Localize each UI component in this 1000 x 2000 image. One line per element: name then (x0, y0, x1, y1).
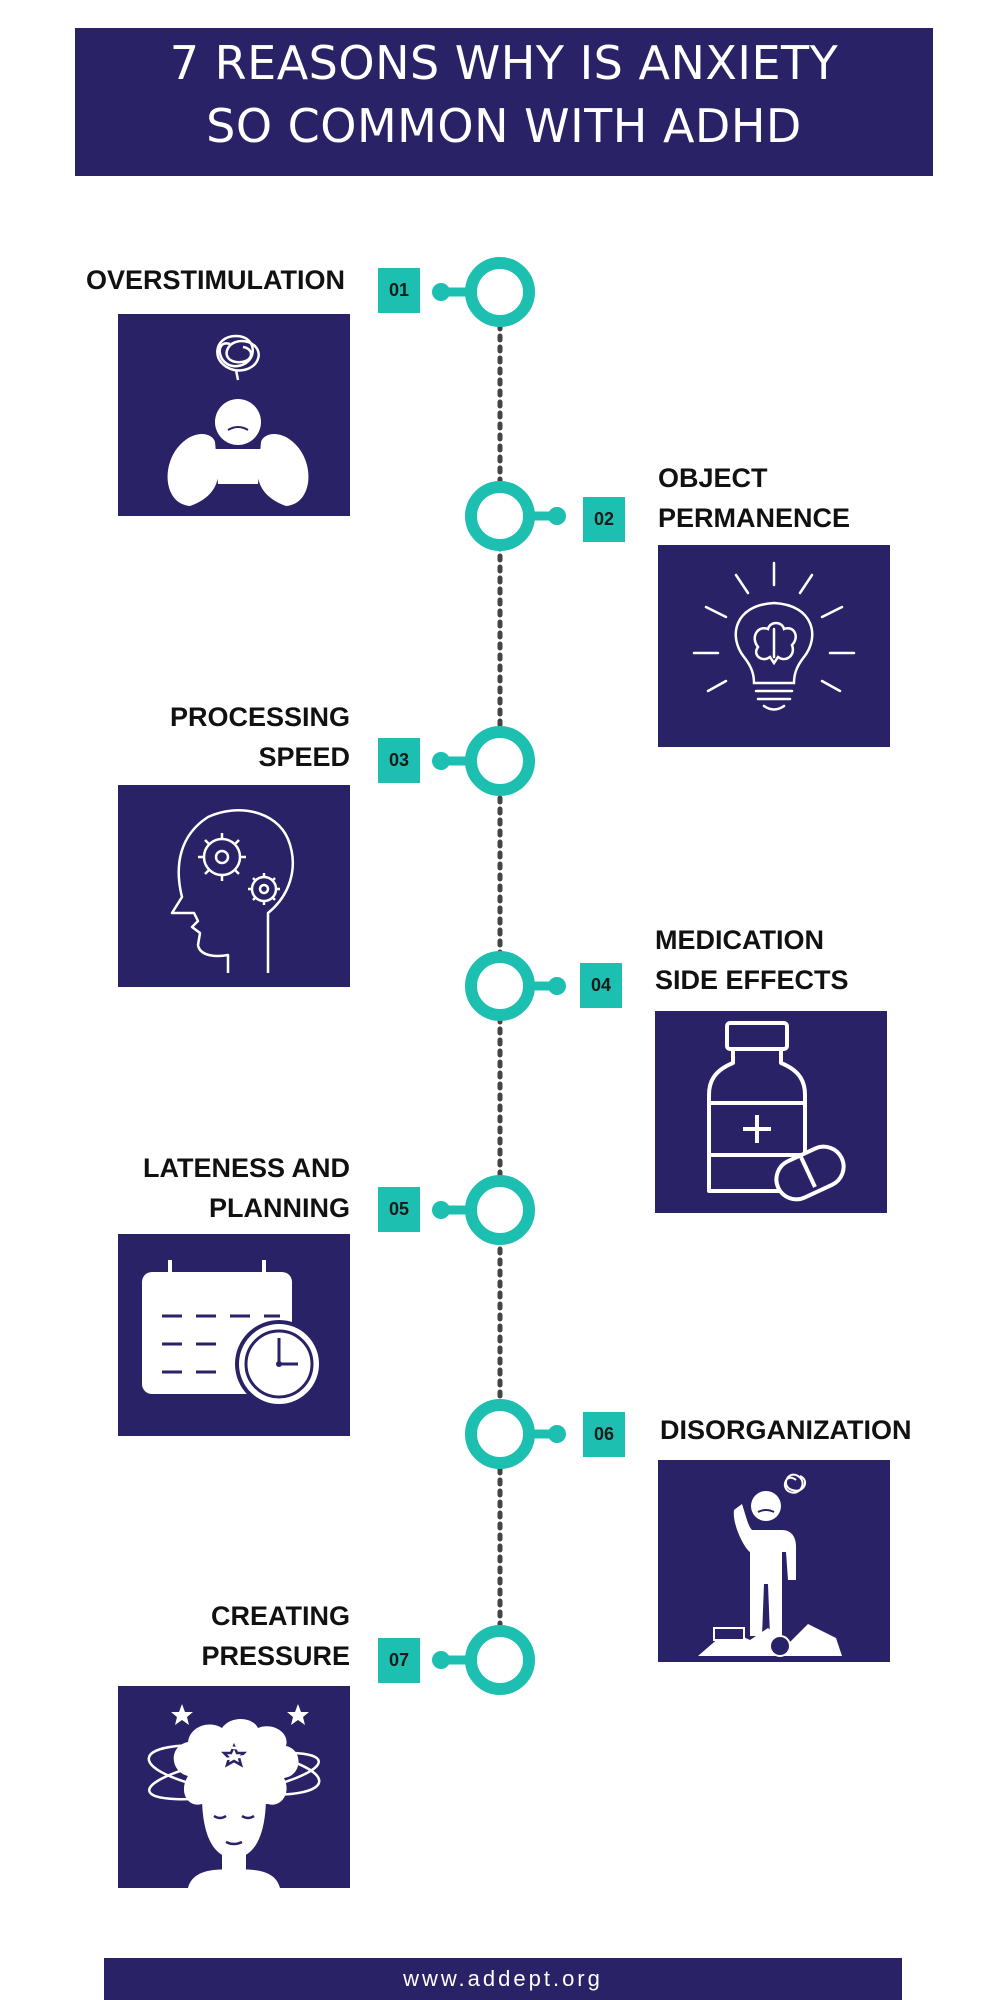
timeline-node-04 (465, 951, 566, 1021)
step-03-number-badge: 03 (378, 738, 420, 783)
step-04-number-badge: 04 (580, 963, 622, 1008)
step-01-icon-card (118, 314, 350, 516)
head-gears-icon (170, 809, 295, 973)
step-06-number-badge: 06 (583, 1412, 625, 1457)
page-title-banner: 7 REASONS WHY IS ANXIETY SO COMMON WITH … (75, 28, 933, 176)
step-01-number-badge: 01 (378, 268, 420, 313)
step-05-icon-card (118, 1234, 350, 1436)
step-02-number-badge: 02 (583, 497, 625, 542)
step-02-title: OBJECT PERMANENCE (658, 463, 851, 533)
step-02-icon-card (658, 545, 890, 747)
page-title-line2: SO COMMON WITH ADHD (206, 99, 802, 154)
page-title-line1: 7 REASONS WHY IS ANXIETY (169, 36, 839, 90)
overwhelmed-person-icon (167, 334, 309, 506)
step-07-title: CREATING PRESSURE (201, 1601, 350, 1671)
timeline-node-07 (432, 1625, 535, 1695)
step-06-title: DISORGANIZATION (660, 1415, 912, 1445)
timeline-node-06 (465, 1399, 566, 1469)
timeline-node-02 (465, 481, 566, 551)
timeline-node-01 (432, 257, 535, 327)
step-04-title: MEDICATION SIDE EFFECTS (655, 925, 849, 995)
step-06-icon-card (658, 1460, 890, 1662)
step-03-icon-card (118, 785, 350, 987)
step-01-title: OVERSTIMULATION (86, 265, 345, 295)
timeline-node-05 (432, 1175, 535, 1245)
medicine-bottle-icon (707, 1021, 846, 1202)
dizzy-face-icon (147, 1704, 321, 1888)
lightbulb-brain-icon (692, 561, 856, 711)
step-05-title: LATENESS AND PLANNING (142, 1153, 350, 1223)
calendar-clock-icon (142, 1260, 323, 1408)
step-05-number-badge: 05 (378, 1187, 420, 1232)
step-07-icon-card (118, 1686, 350, 1888)
confused-person-clutter-icon (698, 1473, 842, 1657)
timeline-node-03 (432, 726, 535, 796)
step-03-title: PROCESSING SPEED (169, 702, 350, 772)
step-04-icon-card (655, 1011, 887, 1213)
footer-website-url[interactable]: www.addept.org (104, 1958, 902, 2000)
step-07-number-badge: 07 (378, 1638, 420, 1683)
